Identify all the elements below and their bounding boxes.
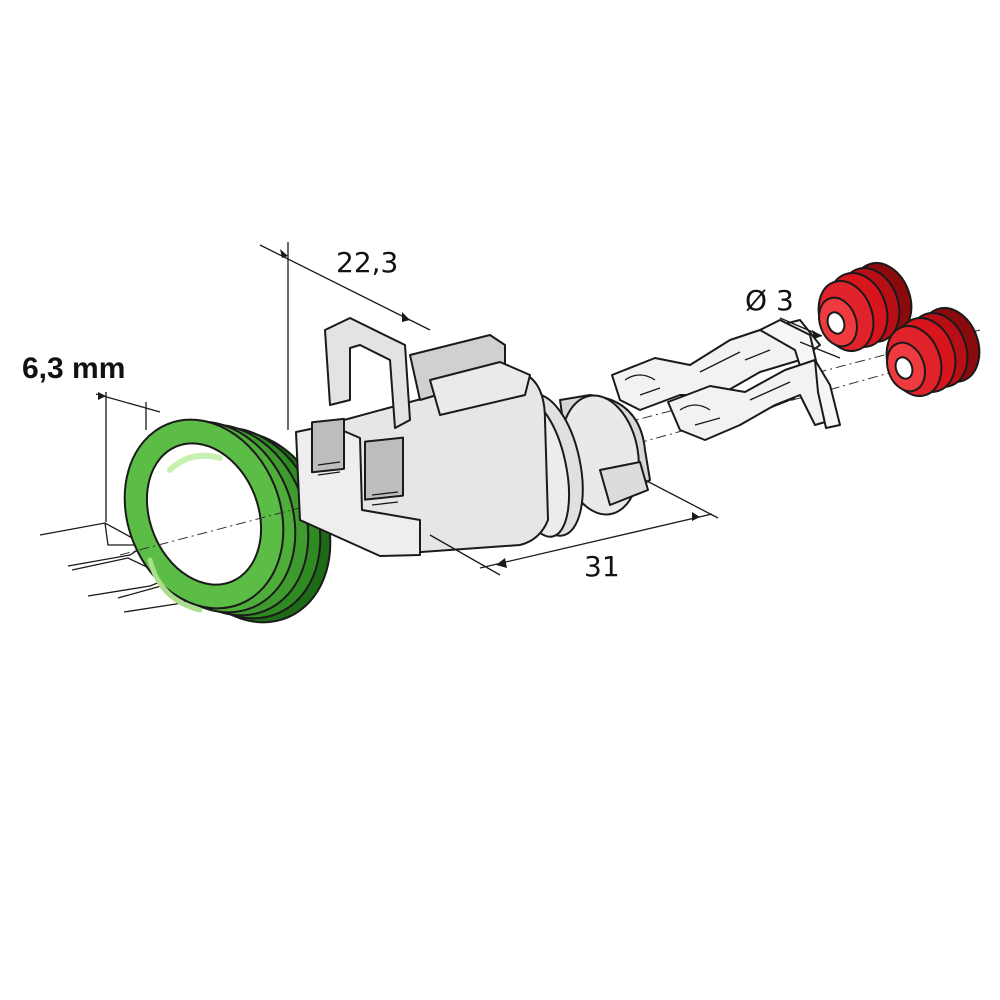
seal-diameter-label: Ø 3 <box>745 284 794 317</box>
crimp-terminals <box>611 319 841 441</box>
housing-length-label: 31 <box>584 550 620 583</box>
dimension-housing-length: 31 <box>429 479 719 583</box>
connector-housing <box>295 317 651 557</box>
wire-seal-2 <box>885 307 981 397</box>
dimension-seal-diameter: Ø 3 <box>745 284 841 359</box>
housing-height-label: 22,3 <box>336 246 398 279</box>
terminal-width-label: 6,3 mm <box>22 352 125 385</box>
dimension-housing-height: 22,3 <box>259 242 431 430</box>
dimension-terminal-width: 6,3 mm <box>22 352 161 522</box>
wire-seal-1 <box>817 262 913 352</box>
gasket-ring <box>123 418 332 624</box>
